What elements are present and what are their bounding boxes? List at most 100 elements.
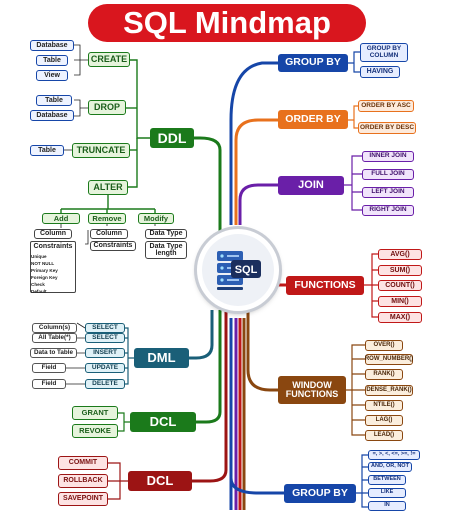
dml-op-target-label: Field: [41, 379, 57, 387]
join-item[interactable]: INNER JOIN: [362, 151, 414, 162]
alter-add-constraints-label: Constraints: [33, 242, 73, 250]
filter-operator-item[interactable]: BETWEEN: [368, 475, 406, 485]
alter-node[interactable]: ALTER: [88, 180, 128, 195]
alter-add-label: Add: [53, 213, 69, 223]
filter-operator-item[interactable]: AND, OR, NOT: [368, 462, 412, 472]
window-functions-node[interactable]: WINDOW FUNCTIONS: [278, 376, 346, 404]
alter-modify-datatype-length[interactable]: Data Type length: [145, 241, 187, 259]
tcl-commit[interactable]: COMMIT: [58, 456, 108, 470]
function-item[interactable]: SUM(): [378, 265, 422, 276]
dml-op-target[interactable]: All Table(*): [32, 333, 77, 343]
dml-op-target[interactable]: Field: [32, 379, 66, 389]
window-function-item[interactable]: DENSE_RANK(): [365, 385, 413, 396]
dml-op-target[interactable]: Data to Table: [30, 348, 77, 358]
create-node[interactable]: CREATE: [88, 52, 130, 67]
center-sql-label: SQL: [235, 264, 258, 276]
group-by-node[interactable]: GROUP BY: [278, 54, 348, 72]
join-item[interactable]: FULL JOIN: [362, 169, 414, 180]
dml-op-delete-label: DELETE: [92, 379, 118, 387]
group-by-2-node[interactable]: GROUP BY: [284, 484, 356, 503]
tcl-node[interactable]: DCL: [128, 471, 192, 491]
create-item-view[interactable]: View: [36, 70, 68, 81]
window-function-item[interactable]: NTILE(): [365, 400, 403, 411]
group-by-label: GROUP BY: [285, 56, 341, 69]
truncate-item-table[interactable]: Table: [30, 145, 64, 156]
dml-op-select[interactable]: SELECT: [85, 323, 125, 333]
dml-op-insert[interactable]: INSERT: [85, 348, 125, 358]
function-item-label: AVG(): [390, 250, 410, 258]
function-item[interactable]: MAX(): [378, 312, 422, 323]
alter-modify-label: Modify: [143, 213, 169, 223]
dcl-revoke[interactable]: REVOKE: [72, 424, 118, 438]
join-item[interactable]: RIGHT JOIN: [362, 205, 414, 216]
center-node: SQL: [197, 229, 279, 311]
dcl-connectors: [118, 412, 130, 432]
alter-modify-node[interactable]: Modify: [138, 213, 174, 224]
dml-node[interactable]: DML: [134, 348, 189, 368]
truncate-label: TRUNCATE: [76, 144, 126, 155]
dml-label: DML: [147, 350, 176, 366]
order-by-item-label: ORDER BY DESC: [359, 123, 415, 131]
drop-item-label: Database: [36, 111, 68, 119]
dml-op-delete[interactable]: DELETE: [85, 379, 125, 389]
right-connectors: [344, 51, 378, 508]
constraint-type-item: Unique: [31, 254, 47, 259]
function-item[interactable]: MIN(): [378, 296, 422, 307]
dml-op-select-label: SELECT: [92, 333, 118, 341]
dcl-grant[interactable]: GRANT: [72, 406, 118, 420]
filter-operator-item-label: =, >, <, <=, >=, !=: [372, 451, 416, 458]
order-by-asc[interactable]: ORDER BY ASC: [358, 100, 414, 112]
filter-operator-item[interactable]: =, >, <, <=, >=, !=: [368, 450, 420, 460]
group-by-having[interactable]: HAVING: [360, 66, 400, 78]
window-function-item[interactable]: ROW_NUMBER(): [365, 354, 413, 365]
tcl-rollback[interactable]: ROLLBACK: [58, 474, 108, 488]
window-function-item[interactable]: OVER(): [365, 340, 403, 351]
window-function-item-label: LEAD(): [373, 432, 395, 439]
create-item-label: Database: [36, 41, 68, 49]
alter-remove-column[interactable]: Column: [90, 229, 128, 239]
order-by-desc[interactable]: ORDER BY DESC: [358, 122, 416, 134]
function-item-label: COUNT(): [385, 281, 415, 289]
create-label: CREATE: [90, 53, 128, 64]
join-node[interactable]: JOIN: [278, 176, 344, 195]
create-item-database[interactable]: Database: [30, 40, 74, 51]
alter-remove-node[interactable]: Remove: [88, 213, 126, 224]
alter-add-constraints-box: [30, 241, 76, 293]
window-function-item[interactable]: RANK(): [365, 369, 403, 380]
drop-node[interactable]: DROP: [88, 100, 126, 115]
alter-modify-datatype[interactable]: Data Type: [145, 229, 187, 239]
alter-add-column[interactable]: Column: [34, 229, 72, 239]
function-item[interactable]: AVG(): [378, 249, 422, 260]
function-item[interactable]: COUNT(): [378, 280, 422, 291]
drop-item-table[interactable]: Table: [36, 95, 72, 106]
join-item-label: FULL JOIN: [371, 170, 405, 178]
alter-add-constraints[interactable]: Constraints: [30, 242, 76, 251]
dml-op-target[interactable]: Field: [32, 363, 66, 373]
constraint-type-item: Default: [31, 289, 47, 294]
window-function-item[interactable]: LAG(): [365, 415, 403, 426]
create-item-table[interactable]: Table: [36, 55, 68, 66]
window-function-item[interactable]: LEAD(): [365, 430, 403, 441]
group-by-item-label: HAVING: [366, 68, 394, 76]
alter-add-node[interactable]: Add: [42, 213, 80, 224]
ddl-node[interactable]: DDL: [150, 128, 194, 148]
tcl-savepoint[interactable]: SAVEPOINT: [58, 492, 108, 506]
ddl-connectors: [60, 59, 156, 213]
join-item[interactable]: LEFT JOIN: [362, 187, 414, 198]
order-by-item-label: ORDER BY ASC: [361, 101, 411, 109]
dml-op-update[interactable]: UPDATE: [85, 363, 125, 373]
dml-op-select[interactable]: SELECT: [85, 333, 125, 343]
ddl-leaf-connectors: [60, 44, 156, 245]
dml-op-target[interactable]: Column(s): [32, 323, 77, 333]
order-by-node[interactable]: ORDER BY: [278, 110, 348, 129]
alter-remove-constraints[interactable]: Constraints: [90, 241, 136, 251]
dcl-node[interactable]: DCL: [130, 412, 196, 432]
filter-operator-item[interactable]: LIKE: [368, 488, 406, 498]
left-branches: [189, 136, 228, 483]
functions-node[interactable]: FUNCTIONS: [286, 276, 364, 295]
truncate-node[interactable]: TRUNCATE: [72, 143, 130, 158]
group-by-column[interactable]: GROUP BY COLUMN: [360, 43, 408, 62]
drop-item-database[interactable]: Database: [30, 110, 74, 121]
window-functions-label: WINDOW FUNCTIONS: [285, 379, 339, 399]
